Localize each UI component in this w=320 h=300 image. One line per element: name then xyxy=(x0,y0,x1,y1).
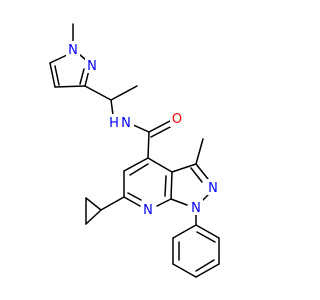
atom-bg-amide-nh xyxy=(110,114,134,131)
bond-pz1-n2-n1 xyxy=(78,53,87,61)
bond-cp-c-a xyxy=(85,209,102,225)
molecule-structure: N N H N O N N N xyxy=(0,0,300,300)
bond-pz1-c5-c4 xyxy=(49,62,56,88)
atom-label-core-pyrazole-n2: N xyxy=(208,181,218,196)
bond-n1-c7a xyxy=(170,198,188,206)
atom-labels: N N H N O N N N xyxy=(66,41,220,218)
bond-co-o xyxy=(148,120,171,133)
atom-label-carbonyl-o: O xyxy=(172,112,182,127)
bond-npy-c6 xyxy=(123,196,141,207)
bond-ph-c4-c5 xyxy=(172,263,197,278)
atom-bg-carbonyl-o xyxy=(170,110,185,127)
bond-pz1-n1-c5 xyxy=(49,54,68,64)
atom-bg-pz1-n1 xyxy=(66,41,80,57)
bond-ph-c3-c4 xyxy=(195,263,220,278)
atom-label-n-methyl-pyrazole-n2: N xyxy=(87,59,97,74)
bond-c6-cyclopropyl xyxy=(100,196,125,211)
atom-label-pyridine-n: N xyxy=(143,203,153,218)
bond-c5-c4 xyxy=(123,157,149,172)
bond-ph-c6-c1 xyxy=(172,224,197,239)
bond-c3a-c3 xyxy=(171,163,197,173)
bond-npy-c6-double xyxy=(127,192,142,201)
atom-bg-pyridine-n xyxy=(141,201,155,217)
bond-c3-n2-double xyxy=(190,167,203,183)
bond-c3-ch xyxy=(84,85,112,101)
canvas-background xyxy=(0,0,300,300)
bond-ph-c3-c4-double xyxy=(195,259,215,272)
bond-co-c4 xyxy=(147,131,150,159)
atom-bg-core-n1 xyxy=(189,199,203,215)
bond-c3a-c7a xyxy=(170,171,173,200)
bond-c3-n2 xyxy=(195,163,209,180)
atom-label-amide-n: N xyxy=(121,116,131,131)
bond-pz1-c3-n2-double xyxy=(79,68,85,85)
bond-ph-c1-c2-double xyxy=(196,231,216,243)
atom-label-amide-h: H xyxy=(109,116,119,131)
bond-pz1-c4-c3 xyxy=(54,85,86,88)
atom-label-core-pyrazole-n1: N xyxy=(191,201,201,216)
atom-bg-core-n2 xyxy=(206,179,220,195)
bond-ph-c1-c2 xyxy=(195,224,220,239)
bond-c7a-npy xyxy=(156,198,172,207)
atom-bg-pz1-n2 xyxy=(85,57,99,73)
bond-c3-methyl xyxy=(195,138,204,165)
bond-co-o-double xyxy=(150,125,173,138)
atom-label-n-methyl-pyrazole-n1: N xyxy=(68,43,78,58)
bond-ch-methyl xyxy=(110,85,138,101)
bond-c4-c3a xyxy=(147,157,173,173)
bond-pz1-c5-c4-double xyxy=(54,65,60,86)
bond-c5-c4-double xyxy=(129,163,149,176)
bond-cp-a-b xyxy=(85,197,102,211)
bond-ch-nh xyxy=(110,99,114,116)
bond-c3a-c7a-double xyxy=(164,175,167,197)
